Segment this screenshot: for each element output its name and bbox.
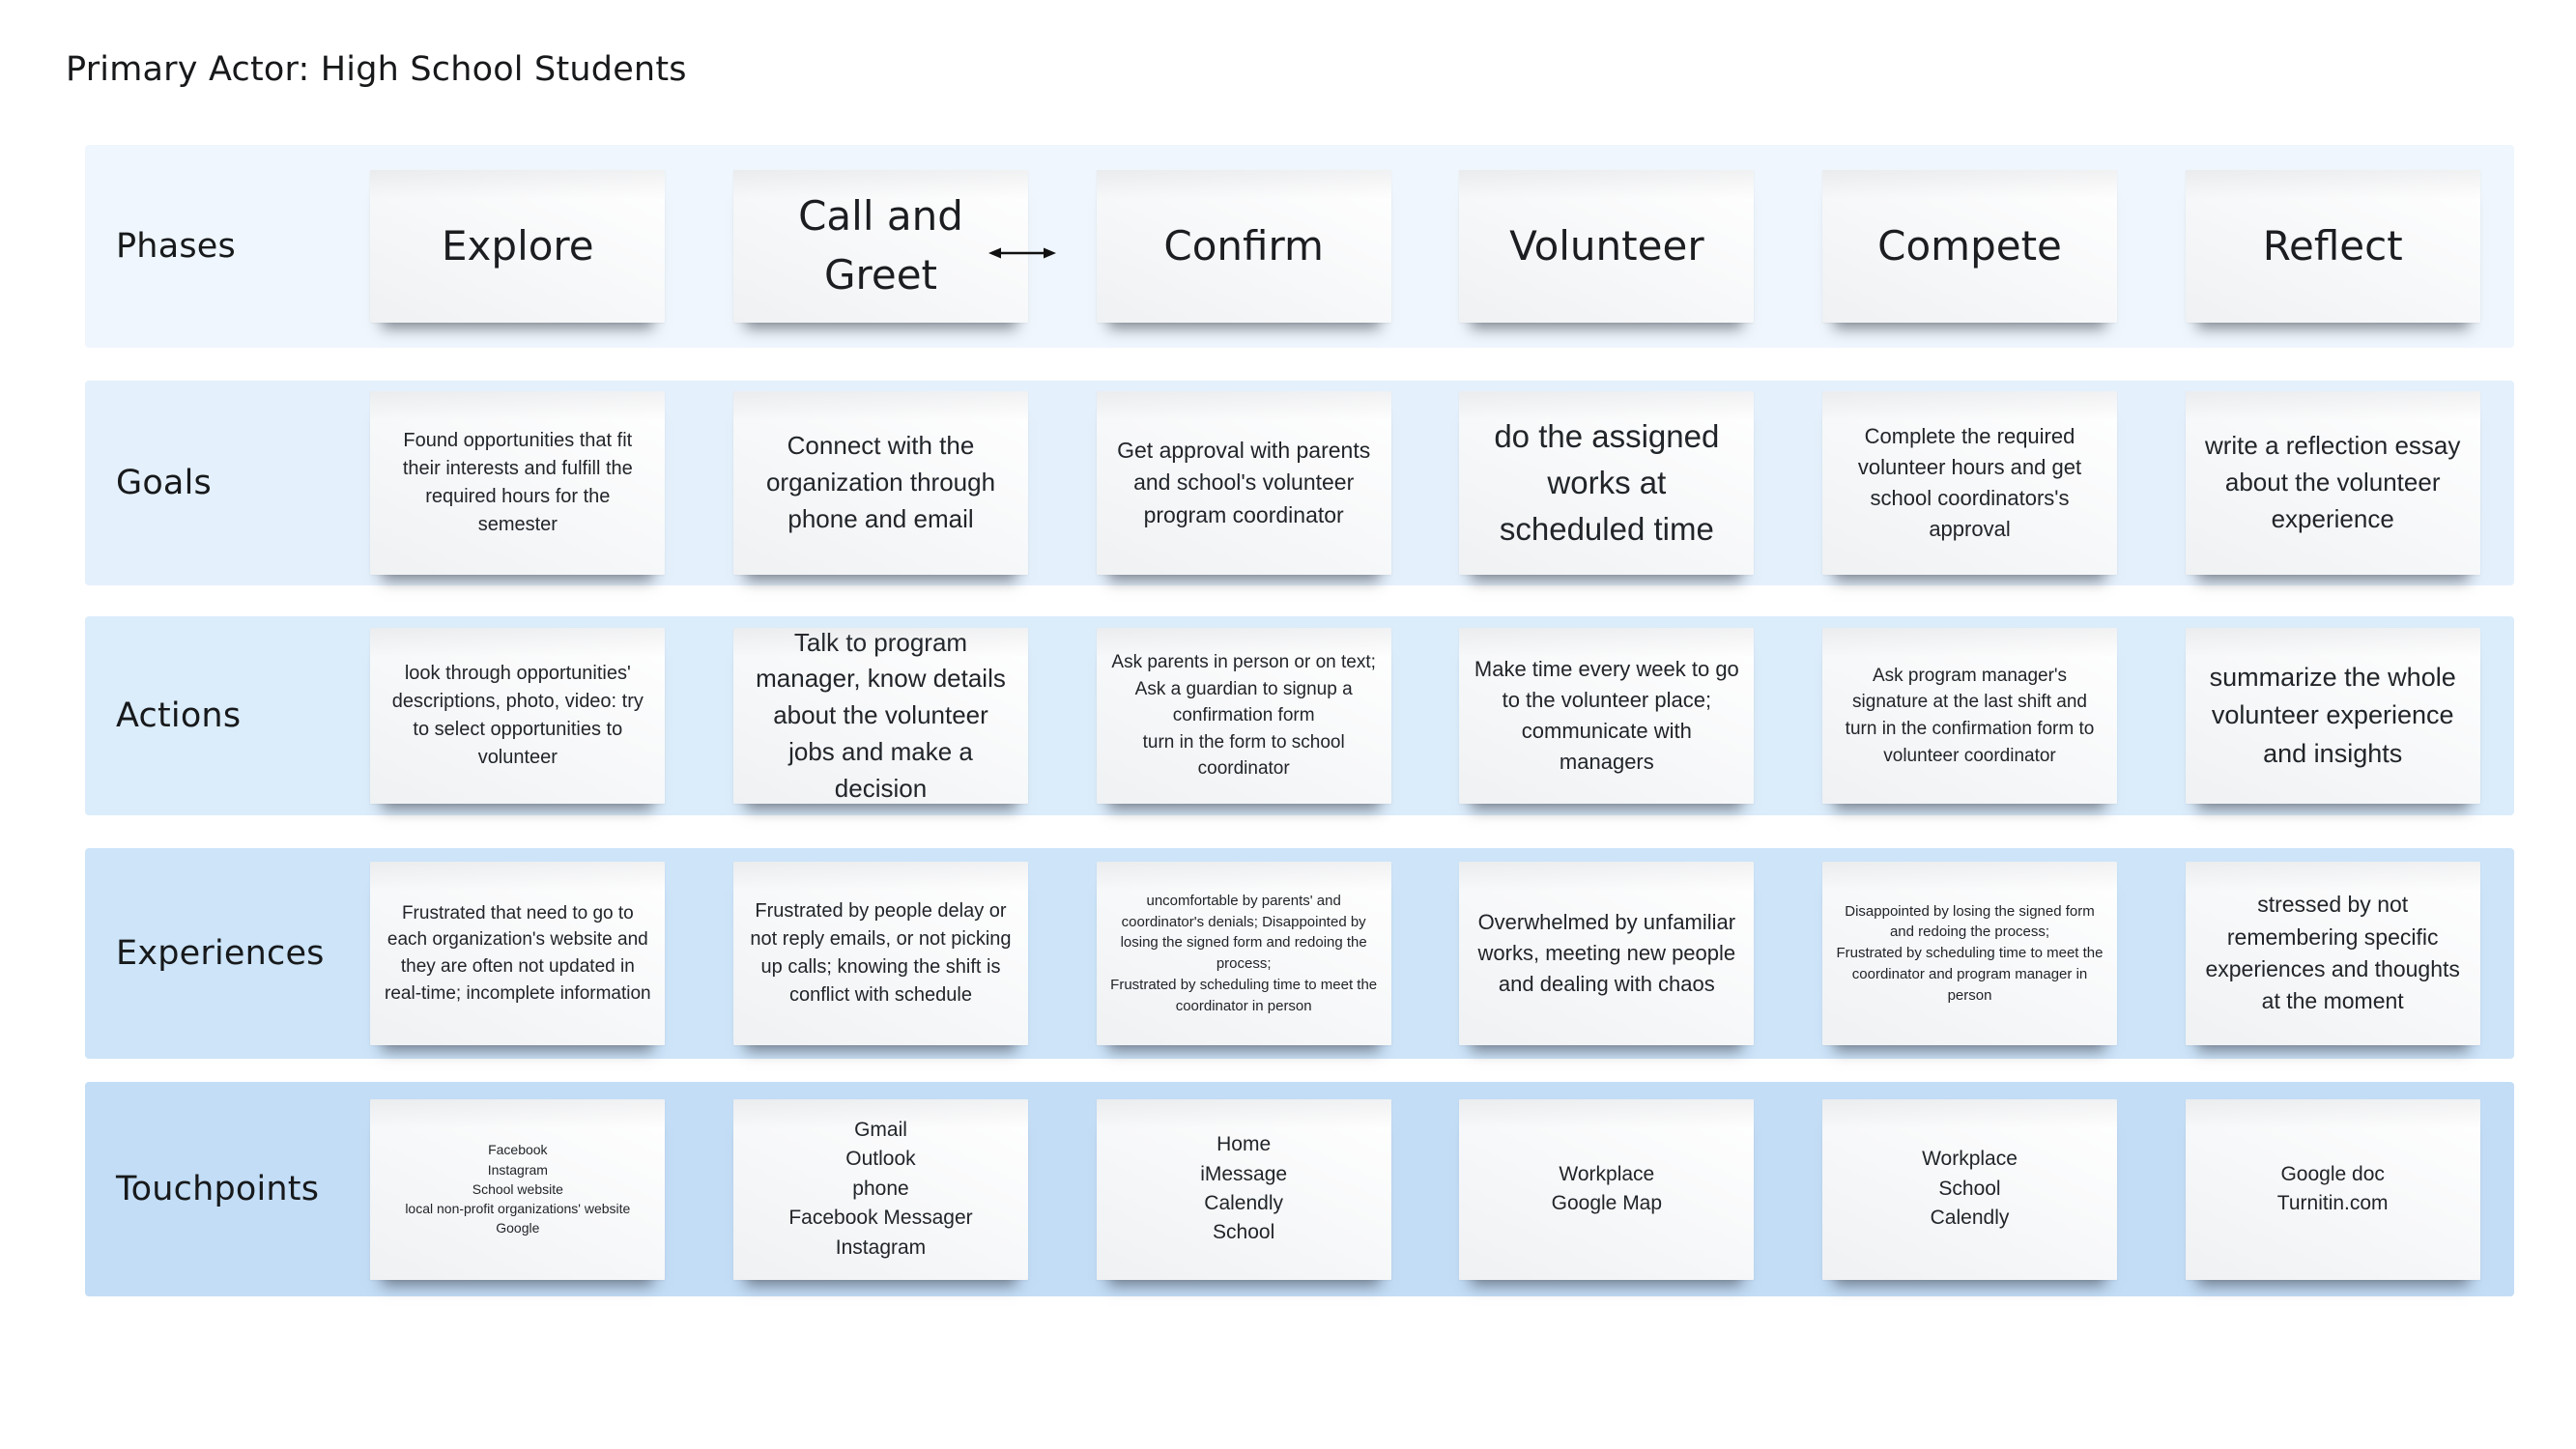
row-columns-goals: Found opportunities that fit their inter… [336,381,2514,585]
row-label-cell-actions: Actions [85,616,336,815]
cell-experiences-6: stressed by not remembering specific exp… [2151,848,2514,1059]
cell-phases-2: Call and Greet [700,145,1063,348]
cell-experiences-2: Frustrated by people delay or not reply … [700,848,1063,1059]
sticky-note-actions-6[interactable]: summarize the whole volunteer experience… [2185,628,2480,804]
sticky-note-experiences-6[interactable]: stressed by not remembering specific exp… [2185,862,2480,1045]
sticky-note-phases-1[interactable]: Explore [370,170,666,323]
cell-goals-1: Found opportunities that fit their inter… [336,381,700,585]
sticky-note-touchpoints-6[interactable]: Google doc Turnitin.com [2185,1098,2480,1280]
row-band-goals: Goals Found opportunities that fit their … [85,381,2514,585]
sticky-note-goals-4[interactable]: do the assigned works at scheduled time [1459,391,1755,575]
cell-touchpoints-6: Google doc Turnitin.com [2151,1082,2514,1296]
sticky-note-phases-6[interactable]: Reflect [2185,170,2480,323]
sticky-note-actions-2[interactable]: Talk to program manager, know details ab… [733,628,1028,804]
sticky-note-experiences-5[interactable]: Disappointed by losing the signed form a… [1822,862,2118,1045]
sticky-note-goals-5[interactable]: Complete the required volunteer hours an… [1822,391,2118,575]
cell-experiences-5: Disappointed by losing the signed form a… [1789,848,2152,1059]
sticky-note-actions-1[interactable]: look through opportunities' descriptions… [370,628,666,804]
sticky-note-actions-5[interactable]: Ask program manager's signature at the l… [1822,628,2118,804]
page-title[interactable]: Primary Actor: High School Students [66,50,687,89]
sticky-note-phases-2[interactable]: Call and Greet [733,170,1028,323]
cell-actions-6: summarize the whole volunteer experience… [2151,616,2514,815]
cell-phases-3: Confirm [1062,145,1425,348]
cell-touchpoints-1: Facebook Instagram School website local … [336,1082,700,1296]
cell-touchpoints-2: Gmail Outlook phone Facebook Messager In… [700,1082,1063,1296]
sticky-note-goals-1[interactable]: Found opportunities that fit their inter… [370,391,666,575]
row-label-cell-touchpoints: Touchpoints [85,1082,336,1296]
cell-touchpoints-4: Workplace Google Map [1425,1082,1789,1296]
sticky-note-goals-2[interactable]: Connect with the organization through ph… [733,391,1028,575]
cell-actions-3: Ask parents in person or on text; Ask a … [1062,616,1425,815]
row-label-touchpoints[interactable]: Touchpoints [116,1170,320,1208]
cell-phases-1: Explore [336,145,700,348]
sticky-note-experiences-1[interactable]: Frustrated that need to go to each organ… [370,862,666,1045]
sticky-note-phases-3[interactable]: Confirm [1096,170,1391,323]
cell-touchpoints-3: Home iMessage Calendly School [1062,1082,1425,1296]
row-columns-touchpoints: Facebook Instagram School website local … [336,1082,2514,1296]
sticky-note-experiences-2[interactable]: Frustrated by people delay or not reply … [733,862,1028,1045]
sticky-note-goals-6[interactable]: write a reflection essay about the volun… [2185,391,2480,575]
cell-phases-6: Reflect [2151,145,2514,348]
journey-map-board: Phases Explore Call and Greet Confirm Volunt… [85,145,2514,1296]
cell-experiences-1: Frustrated that need to go to each organ… [336,848,700,1059]
cell-experiences-3: uncomfortable by parents' and coordinato… [1062,848,1425,1059]
sticky-note-phases-5[interactable]: Compete [1822,170,2118,323]
row-label-phases[interactable]: Phases [116,227,236,266]
sticky-note-goals-3[interactable]: Get approval with parents and school's v… [1096,391,1391,575]
cell-actions-4: Make time every week to go to the volunt… [1425,616,1789,815]
cell-actions-5: Ask program manager's signature at the l… [1789,616,2152,815]
sticky-note-experiences-3[interactable]: uncomfortable by parents' and coordinato… [1096,862,1391,1045]
sticky-note-touchpoints-2[interactable]: Gmail Outlook phone Facebook Messager In… [733,1098,1028,1280]
row-label-experiences[interactable]: Experiences [116,934,325,973]
row-band-actions: Actions look through opportunities' descr… [85,616,2514,815]
sticky-note-touchpoints-5[interactable]: Workplace School Calendly [1822,1098,2118,1280]
cell-goals-2: Connect with the organization through ph… [700,381,1063,585]
sticky-note-actions-3[interactable]: Ask parents in person or on text; Ask a … [1096,628,1391,804]
cell-phases-5: Compete [1789,145,2152,348]
row-label-goals[interactable]: Goals [116,464,212,502]
sticky-note-experiences-4[interactable]: Overwhelmed by unfamiliar works, meeting… [1459,862,1755,1045]
row-columns-phases: Explore Call and Greet Confirm Volunteer Com… [336,145,2514,348]
row-label-actions[interactable]: Actions [116,696,242,735]
row-label-cell-goals: Goals [85,381,336,585]
row-columns-experiences: Frustrated that need to go to each organ… [336,848,2514,1059]
sticky-note-touchpoints-1[interactable]: Facebook Instagram School website local … [370,1098,666,1280]
cell-goals-6: write a reflection essay about the volun… [2151,381,2514,585]
sticky-note-actions-4[interactable]: Make time every week to go to the volunt… [1459,628,1755,804]
sticky-note-touchpoints-3[interactable]: Home iMessage Calendly School [1096,1098,1391,1280]
row-band-touchpoints: Touchpoints Facebook Instagram School web… [85,1082,2514,1296]
cell-goals-5: Complete the required volunteer hours an… [1789,381,2152,585]
sticky-note-phases-4[interactable]: Volunteer [1459,170,1755,323]
cell-touchpoints-5: Workplace School Calendly [1789,1082,2152,1296]
row-band-experiences: Experiences Frustrated that need to go to… [85,848,2514,1059]
row-label-cell-experiences: Experiences [85,848,336,1059]
cell-goals-3: Get approval with parents and school's v… [1062,381,1425,585]
row-band-phases: Phases Explore Call and Greet Confirm Volunt… [85,145,2514,348]
sticky-note-touchpoints-4[interactable]: Workplace Google Map [1459,1098,1755,1280]
cell-phases-4: Volunteer [1425,145,1789,348]
cell-experiences-4: Overwhelmed by unfamiliar works, meeting… [1425,848,1789,1059]
cell-actions-2: Talk to program manager, know details ab… [700,616,1063,815]
double-arrow-icon[interactable] [988,245,1056,261]
row-columns-actions: look through opportunities' descriptions… [336,616,2514,815]
row-label-cell-phases: Phases [85,145,336,348]
cell-actions-1: look through opportunities' descriptions… [336,616,700,815]
cell-goals-4: do the assigned works at scheduled time [1425,381,1789,585]
